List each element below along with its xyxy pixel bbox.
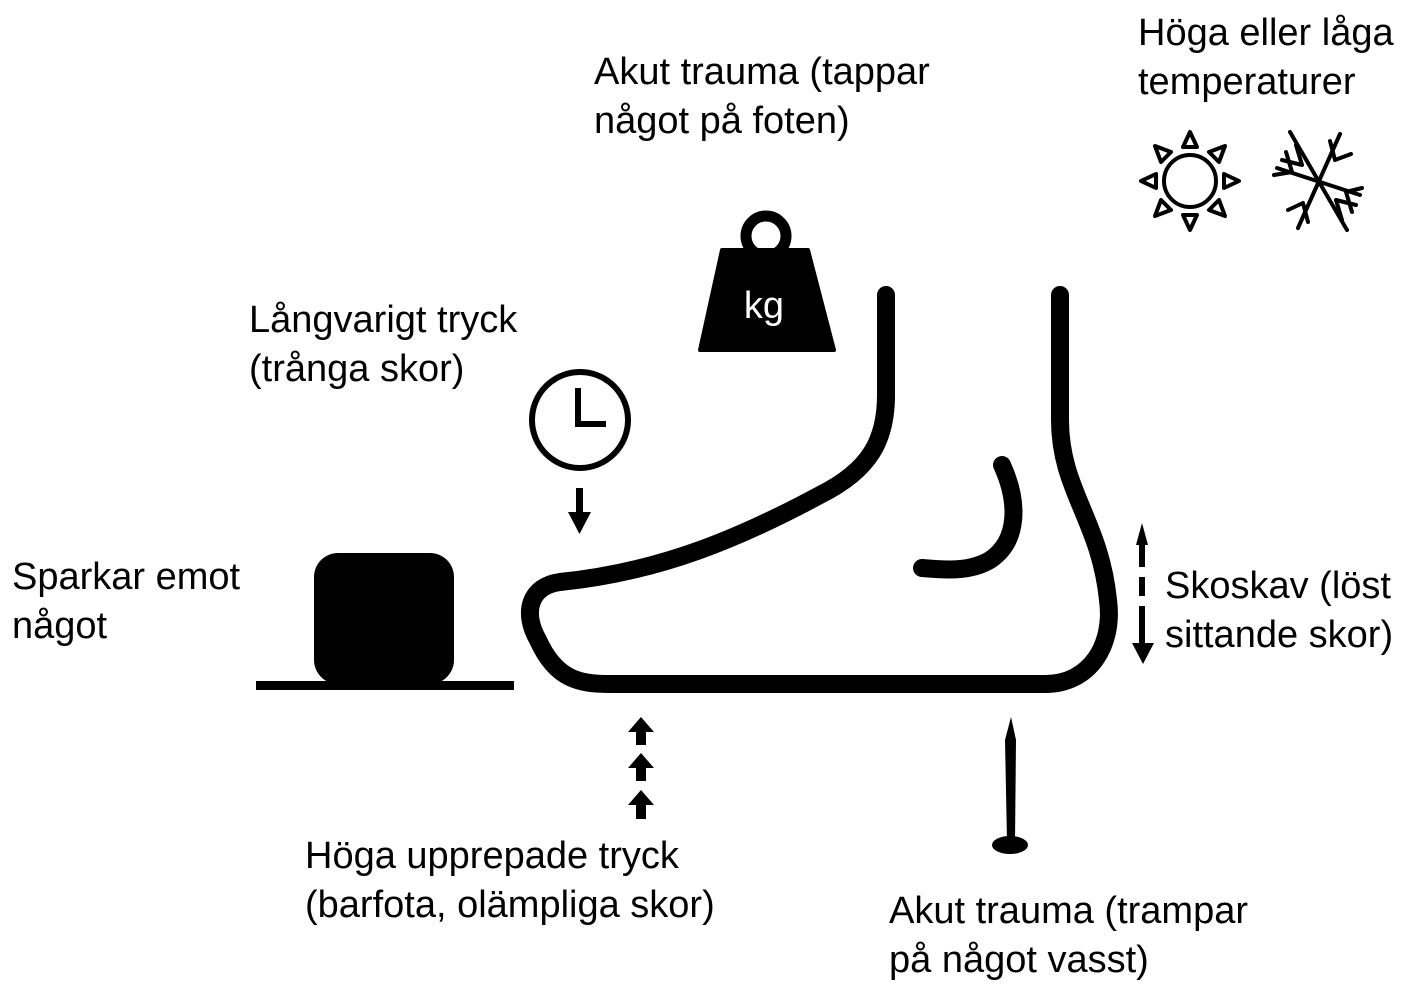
sun-icon xyxy=(1141,132,1239,230)
foot-outline-icon xyxy=(530,295,1109,684)
weight-icon: kg xyxy=(700,216,834,350)
label-temperature: Höga eller låga temperaturer xyxy=(1138,9,1394,107)
down-arrow-icon xyxy=(568,488,591,534)
repeated-pressure-arrows-icon xyxy=(628,717,654,819)
label-sharp-trauma: Akut trauma (trampar på något vasst) xyxy=(889,887,1248,985)
label-repeated-pressure: Höga upprepade tryck (barfota, olämpliga… xyxy=(305,832,715,930)
clock-icon xyxy=(532,372,628,468)
nail-icon xyxy=(992,717,1028,854)
shear-arrows-icon xyxy=(1132,523,1154,664)
box-obstacle-icon xyxy=(256,553,514,690)
label-top-trauma: Akut trauma (tappar något på foten) xyxy=(594,48,930,146)
snowflake-icon xyxy=(1274,132,1362,230)
label-long-pressure: Långvarigt tryck (trånga skor) xyxy=(249,296,517,394)
label-kick: Sparkar emot något xyxy=(12,553,240,651)
weight-label: kg xyxy=(744,285,784,327)
label-shear: Skoskav (löst sittande skor) xyxy=(1165,562,1393,660)
